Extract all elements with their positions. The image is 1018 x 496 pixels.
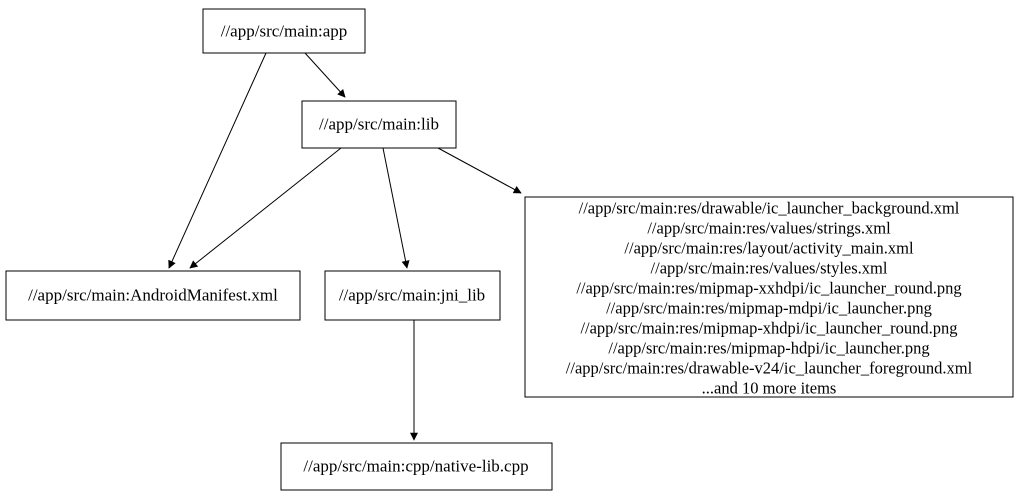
- node-res-line: //app/src/main:res/values/styles.xml: [651, 259, 888, 278]
- node-res-line: //app/src/main:res/layout/activity_main.…: [624, 239, 914, 258]
- edge-lib-to-jni-lib: [382, 147, 410, 269]
- node-res-line: ...and 10 more items: [702, 379, 837, 398]
- node-jni-lib: //app/src/main:jni_lib: [324, 270, 501, 321]
- node-res-line: //app/src/main:res/mipmap-xhdpi/ic_launc…: [580, 319, 957, 338]
- node-app-label: //app/src/main:app: [221, 22, 348, 41]
- node-jni-lib-box: [324, 270, 501, 321]
- node-android-manifest: //app/src/main:AndroidManifest.xml: [5, 270, 301, 321]
- node-lib: //app/src/main:lib: [301, 100, 457, 149]
- node-res-line: //app/src/main:res/mipmap-hdpi/ic_launch…: [608, 339, 929, 358]
- node-lib-box: [301, 100, 457, 149]
- node-res-line: //app/src/main:res/mipmap-xxhdpi/ic_laun…: [576, 279, 961, 298]
- node-native-lib-label: //app/src/main:cpp/native-lib.cpp: [303, 457, 528, 476]
- edge-app-to-lib: [304, 52, 346, 98]
- node-lib-label: //app/src/main:lib: [319, 115, 439, 134]
- node-res-files-box: [524, 196, 1014, 398]
- node-android-manifest-box: [5, 270, 301, 321]
- node-res-line: //app/src/main:res/values/strings.xml: [647, 219, 891, 238]
- node-native-lib-box: [280, 442, 553, 491]
- node-res-line: //app/src/main:res/mipmap-mdpi/ic_launch…: [606, 299, 932, 318]
- node-res-line: //app/src/main:res/drawable/ic_launcher_…: [579, 199, 960, 218]
- node-app-box: [202, 8, 366, 54]
- edge-app-to-manifest: [168, 52, 267, 269]
- node-native-lib: //app/src/main:cpp/native-lib.cpp: [280, 442, 553, 491]
- node-app: //app/src/main:app: [202, 8, 366, 54]
- node-res-line: //app/src/main:res/drawable-v24/ic_launc…: [566, 359, 973, 378]
- edge-lib-to-manifest: [189, 147, 342, 269]
- node-res-files: //app/src/main:res/drawable/ic_launcher_…: [524, 196, 1014, 398]
- edge-lib-to-res: [437, 147, 522, 194]
- node-jni-lib-label: //app/src/main:jni_lib: [339, 286, 485, 305]
- node-android-manifest-label: //app/src/main:AndroidManifest.xml: [28, 286, 278, 305]
